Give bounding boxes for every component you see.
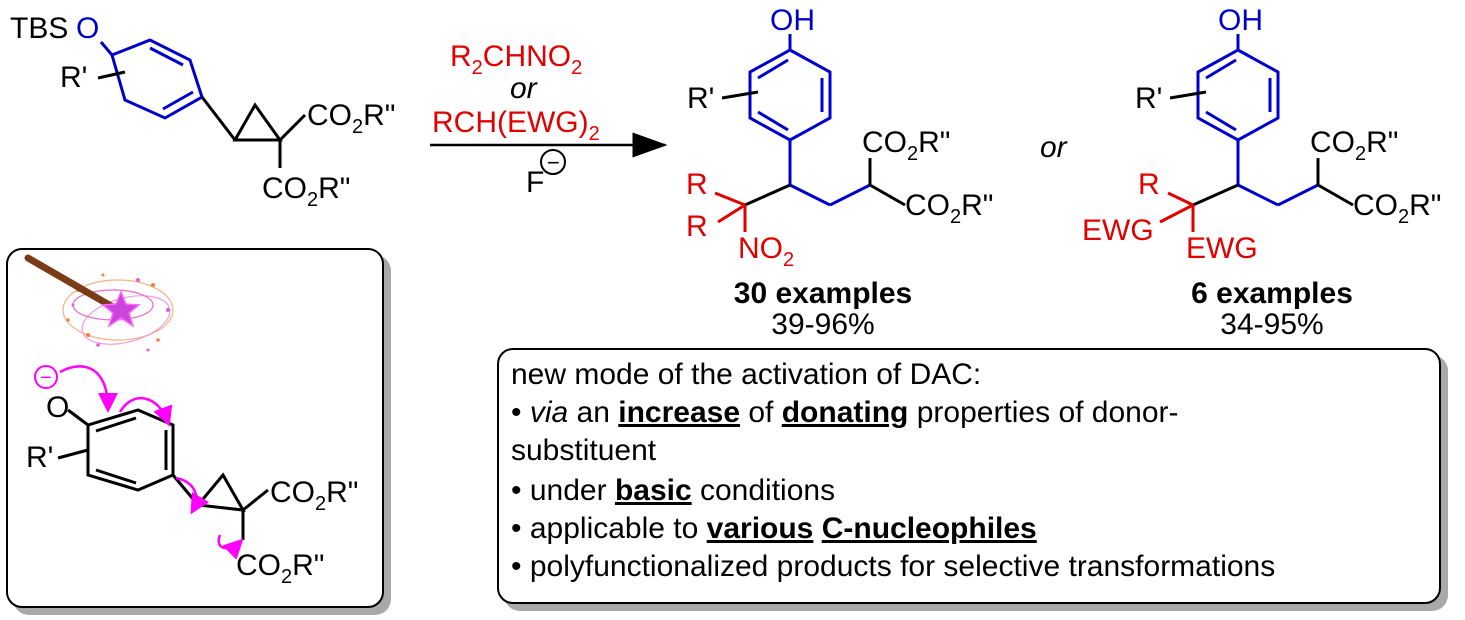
- p1-r2: R: [686, 210, 708, 243]
- reagent-nitroalkane: R2CHNO2: [450, 40, 582, 79]
- p2-r: R: [1138, 168, 1160, 201]
- inset-o-label: O: [46, 391, 69, 424]
- svg-text:−: −: [40, 367, 52, 389]
- p1-co2r-b: CO2R": [905, 189, 993, 228]
- substrate-co2r-bottom: CO2R": [262, 172, 350, 211]
- product-nitro: OH R' CO2R" CO2R" R R NO2: [686, 4, 993, 271]
- features-title: new mode of the activation of DAC:: [511, 358, 982, 391]
- feature-bullet-1: • via an increase of donating properties…: [511, 396, 1179, 429]
- reagent-malonate: RCH(EWG)2: [432, 106, 600, 145]
- substrate-benzene-ring: [99, 38, 204, 120]
- feature-bullet-3: • applicable to various C-nucleophiles: [511, 512, 1037, 545]
- feature-bullet-2: • under basic conditions: [511, 474, 836, 507]
- or-between-products: or: [1040, 131, 1068, 164]
- substrate-molecule: TBS O R' CO2R" CO2R": [10, 12, 395, 211]
- mechanism-drawing: − O R' CO2R" CO2R": [24, 254, 358, 588]
- electron-flow-arrows: [59, 365, 244, 560]
- p1-no2: NO2: [738, 232, 794, 271]
- inset-r-prime: R': [26, 441, 53, 474]
- product1-yield: 39-96%: [771, 308, 875, 341]
- p1-r1: R: [686, 168, 708, 201]
- product2-count: 6 examples: [1191, 277, 1353, 310]
- p1-oh: OH: [770, 4, 815, 37]
- mechanism-inset-box: − O R' CO2R" CO2R": [6, 248, 384, 608]
- inset-co2r-a: CO2R": [270, 476, 358, 515]
- substrate-r-prime: R': [60, 61, 87, 94]
- reaction-arrow-group: R2CHNO2 or RCH(EWG)2 F −: [430, 40, 668, 199]
- p2-ewg2: EWG: [1186, 232, 1258, 265]
- fluoride-label: F: [526, 166, 544, 199]
- p1-r-prime: R': [687, 82, 714, 115]
- p2-co2r-a: CO2R": [1310, 126, 1398, 165]
- magic-wand-icon: [24, 254, 174, 352]
- p1-co2r-a: CO2R": [862, 126, 950, 165]
- p2-co2r-b: CO2R": [1353, 189, 1441, 228]
- product1-count: 30 examples: [733, 277, 913, 310]
- substrate-co2r-top: CO2R": [307, 99, 395, 138]
- p2-ewg1: EWG: [1082, 214, 1154, 247]
- p2-r-prime: R': [1135, 82, 1162, 115]
- feature-bullet-1-cont: substituent: [511, 434, 657, 467]
- feature-bullet-4: • polyfunctionalized products for select…: [511, 550, 1276, 583]
- inset-co2r-b: CO2R": [236, 549, 324, 588]
- product-ewg: OH R' CO2R" CO2R" R EWG EWG: [1082, 4, 1441, 265]
- substrate-o-label: O: [76, 12, 99, 45]
- features-box: new mode of the activation of DAC: • via…: [497, 348, 1441, 604]
- p2-oh: OH: [1218, 4, 1263, 37]
- svg-text:−: −: [547, 150, 560, 175]
- reagent-or: or: [510, 72, 538, 105]
- tbs-label: TBS: [10, 12, 68, 45]
- product2-yield: 34-95%: [1220, 308, 1324, 341]
